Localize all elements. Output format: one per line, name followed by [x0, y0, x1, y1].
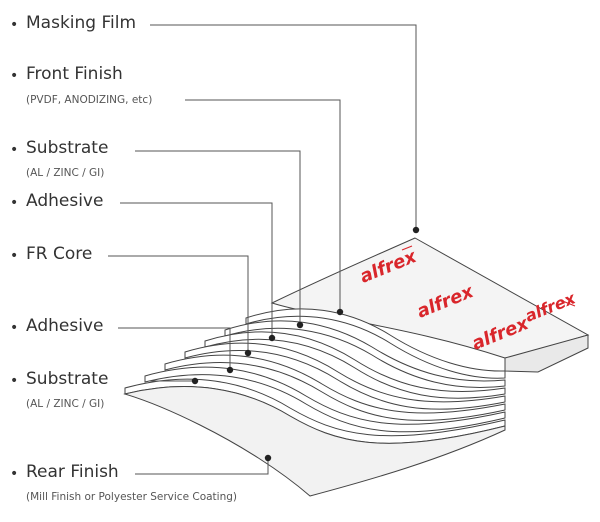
leader-adhesive-top	[120, 202, 273, 338]
bullet-icon: •	[10, 248, 19, 264]
layer-title: Masking Film	[26, 13, 137, 33]
leader-front-finish	[185, 99, 341, 312]
layer-sheet	[144, 366, 506, 433]
layer-sheet	[245, 308, 506, 379]
layer-sheet	[184, 342, 506, 410]
layer-subtitle: (AL / ZINC / GI)	[26, 167, 105, 179]
leader-dot	[268, 334, 276, 342]
leader-dot	[226, 366, 234, 374]
layer-subtitle: (AL / ZINC / GI)	[26, 398, 105, 410]
leader-substrate-top	[135, 150, 301, 325]
leader-rear-finish	[135, 458, 269, 475]
bullet-icon: •	[10, 466, 19, 482]
leader-dot	[244, 349, 252, 357]
leader-dot	[412, 226, 420, 234]
leader-masking-film	[150, 24, 417, 230]
layer-title: Adhesive	[26, 191, 104, 211]
leader-dot	[264, 454, 272, 462]
layer-title: Adhesive	[26, 316, 104, 336]
layer-title: Rear Finish	[26, 462, 119, 482]
leader-dot	[296, 321, 304, 329]
bullet-icon: •	[10, 373, 19, 389]
layer-sheet	[224, 320, 506, 389]
layer-subtitle: (PVDF, ANODIZING, etc)	[26, 94, 153, 106]
bullet-icon: •	[10, 17, 19, 33]
leader-dot	[336, 308, 344, 316]
layer-title: Front Finish	[26, 64, 123, 84]
leader-dot	[191, 377, 199, 385]
bullet-icon: •	[10, 142, 19, 158]
bullet-icon: •	[10, 68, 19, 84]
leader-fr-core	[108, 255, 249, 353]
leader-dots	[191, 226, 420, 462]
bullet-icon: •	[10, 195, 19, 211]
bullet-icon: •	[10, 320, 19, 336]
layer-title: Substrate	[26, 369, 109, 389]
layer-title: FR Core	[26, 244, 93, 264]
layer-sheet	[164, 354, 506, 421]
leader-lines	[108, 24, 417, 475]
layer-sheet	[204, 331, 506, 399]
peeled-layers	[124, 308, 506, 444]
layer-subtitle: (Mill Finish or Polyester Service Coatin…	[26, 491, 238, 503]
leader-adhesive-bottom	[118, 327, 231, 370]
layer-title: Substrate	[26, 138, 109, 158]
rear-layer	[123, 386, 506, 497]
panel-side-face	[504, 334, 589, 373]
